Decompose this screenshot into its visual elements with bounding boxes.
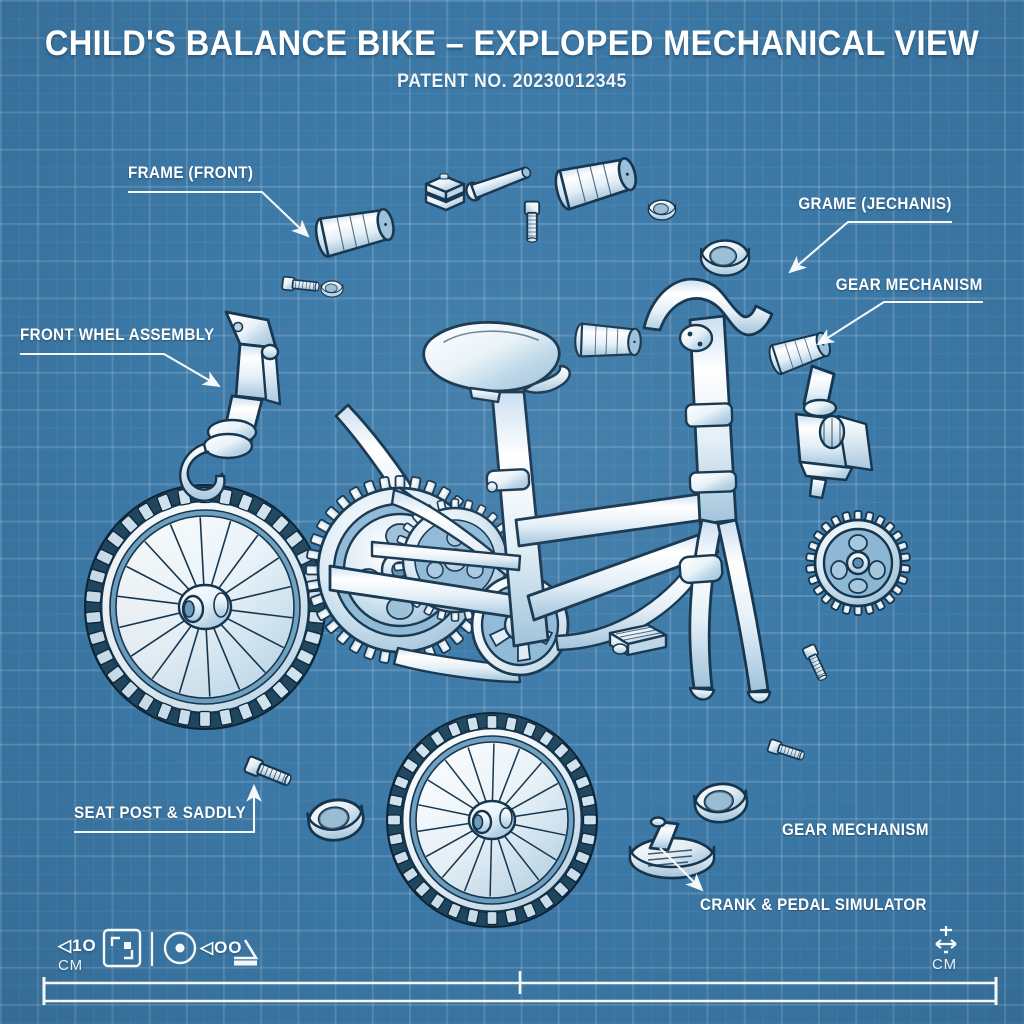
part-grip-exploded-2 <box>311 202 399 260</box>
scale-left-unit: CM <box>58 957 83 974</box>
part-rear-wheel <box>84 484 326 730</box>
part-saddle <box>422 320 571 404</box>
part-pin-rod <box>465 166 532 202</box>
callout-front-wheel-assembly: FRONT WHEL ASSEMBLY <box>20 326 215 344</box>
part-sprocket-right <box>805 510 911 616</box>
part-front-wheel <box>386 712 598 928</box>
part-bolt-seatpost <box>242 754 295 790</box>
part-fork <box>678 314 772 704</box>
part-bolt-right-upper <box>801 642 831 684</box>
part-grip-exploded <box>551 151 641 213</box>
callout-frame-front: FRAME (FRONT) <box>128 164 254 182</box>
scale-right-unit: CM <box>932 956 957 973</box>
part-brake-caliper <box>765 327 874 500</box>
part-washer-small <box>647 199 677 221</box>
callout-grame-mechanis: GRAME (JECHANIS) <box>798 195 952 213</box>
callout-crank-pedal-simulator: CRANK & PEDAL SIMULATOR <box>700 896 927 914</box>
part-bearing-ring-a <box>691 779 751 827</box>
part-bolt-left <box>281 275 321 295</box>
callout-gear-mechanism-lower: GEAR MECHANISM <box>782 821 929 839</box>
callout-seat-post-saddle: SEAT POST & SADDLY <box>74 804 246 822</box>
part-front-wheel-arm <box>179 310 282 502</box>
part-spacer-block <box>424 173 466 212</box>
part-washer-tiny <box>320 280 344 298</box>
part-bolt-top <box>523 200 541 244</box>
part-bolt-right-lower <box>766 738 807 764</box>
scale-left-glyph: ◁1O <box>58 936 97 955</box>
scale-mid-glyph: ◁OO <box>200 938 243 957</box>
part-pedal-platform <box>628 816 716 880</box>
part-bearing-ring-b <box>304 794 368 846</box>
callout-gear-mechanism-upper: GEAR MECHANISM <box>836 276 983 294</box>
part-reflector-block <box>608 623 668 657</box>
part-handlebar <box>573 277 774 360</box>
part-bearing-ring-c <box>699 239 751 277</box>
